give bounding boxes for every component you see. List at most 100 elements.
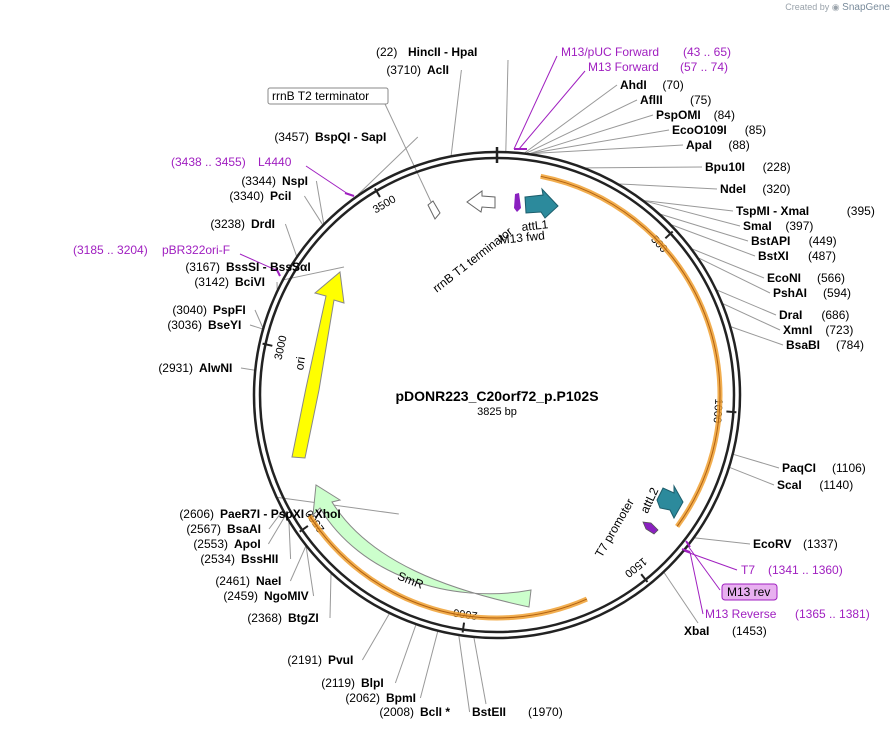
site-num-tspmi-xmai: (395) [847, 204, 875, 218]
site-apai[interactable]: ApaI [686, 138, 712, 152]
site-num-drai: (686) [821, 308, 849, 322]
site-num-xbai: (1453) [732, 624, 767, 638]
t7-promoter-marker [642, 521, 659, 535]
site-bcivi[interactable]: BciVI [235, 275, 265, 289]
rrnb-t2-label[interactable]: rrnB T2 terminator [272, 89, 369, 103]
site-num-apai: (88) [728, 138, 749, 152]
site-paer7i-pspxi-xhoi[interactable]: PaeR7I - PspXI - XhoI [220, 507, 341, 521]
site-nspi[interactable]: NspI [282, 174, 308, 188]
site-num-bpu10i: (228) [763, 160, 791, 174]
scale-tick-label: 3000 [273, 334, 290, 360]
site-bpmi[interactable]: BpmI [386, 691, 416, 705]
primer-pbr322ori-f[interactable]: pBR322ori-F [162, 243, 230, 257]
site-econi[interactable]: EcoNI [767, 271, 801, 285]
m13-fwd-marker [514, 193, 521, 212]
scale-tick [299, 525, 309, 533]
attl1-arrow[interactable] [524, 187, 559, 219]
site-pvui[interactable]: PvuI [328, 653, 353, 667]
site-bsshii[interactable]: BssHII [241, 552, 278, 566]
plasmid-size: 3825 bp [477, 406, 517, 418]
site-num-pshai: (594) [823, 286, 851, 300]
primer-m13-reverse[interactable]: M13 Reverse [705, 607, 777, 621]
site-paqci[interactable]: PaqCI [782, 461, 816, 475]
site-num-apoi: (2553) [193, 537, 228, 551]
site-hincii-hpai[interactable]: HincII - HpaI [408, 45, 477, 59]
site-pcii[interactable]: PciI [270, 189, 291, 203]
site-num-smai: (397) [785, 219, 813, 233]
site-xmni[interactable]: XmnI [783, 323, 812, 337]
site-num-acli: (3710) [386, 63, 421, 77]
site-num-xmni: (723) [825, 323, 853, 337]
site-bstxi[interactable]: BstXI [758, 249, 789, 263]
primer-m13-forward[interactable]: M13 Forward [588, 60, 659, 74]
m13-fwd-label[interactable]: M13 fwd [499, 228, 546, 247]
site-scai[interactable]: ScaI [777, 478, 802, 492]
site-smai[interactable]: SmaI [743, 219, 772, 233]
site-btgzi[interactable]: BtgZI [288, 611, 319, 625]
primer-t7[interactable]: T7 [741, 563, 755, 577]
site-num-bsssi-bsss-i: (3167) [185, 260, 220, 274]
site-num-btgzi: (2368) [247, 611, 282, 625]
site-bstapi[interactable]: BstAPI [751, 234, 790, 248]
primer-m13-puc-forward[interactable]: M13/pUC Forward [561, 45, 659, 59]
site-bspqi-sapi[interactable]: BspQI - SapI [315, 130, 386, 144]
site-apoi[interactable]: ApoI [234, 537, 261, 551]
site-bsssi-bsss-i[interactable]: BssSI - BssSαI [226, 260, 311, 274]
site-naei[interactable]: NaeI [256, 574, 281, 588]
attl1-label[interactable]: attL1 [521, 217, 549, 234]
site-ndei[interactable]: NdeI [720, 182, 746, 196]
site-ngomiv[interactable]: NgoMIV [264, 589, 309, 603]
scale-tick [640, 573, 649, 583]
site-pshai[interactable]: PshAI [773, 286, 807, 300]
site-xbai[interactable]: XbaI [684, 624, 709, 638]
site-num-drdi: (3238) [210, 217, 245, 231]
smr-arrow[interactable] [312, 484, 532, 608]
features-layer [275, 148, 723, 621]
site-pspfi[interactable]: PspFI [213, 303, 246, 317]
site-num-bcivi: (3142) [194, 275, 229, 289]
t7-promoter-label[interactable]: T7 promoter [592, 496, 637, 560]
site-num-bspqi-sapi: (3457) [274, 130, 309, 144]
site-blpi[interactable]: BlpI [361, 676, 384, 690]
site-acli[interactable]: AclI [427, 63, 449, 77]
snapgene-logo-icon: ◉ [831, 2, 840, 12]
site-ahdi[interactable]: AhdI [620, 78, 647, 92]
site-num-paer7i-pspxi-xhoi: (2606) [179, 507, 214, 521]
attl2-arrow[interactable] [656, 484, 684, 520]
site-num-bpmi: (2062) [345, 691, 380, 705]
site-bsteii[interactable]: BstEII [472, 705, 506, 719]
rrnb-t2-marker [427, 200, 441, 220]
ori-label[interactable]: ori [292, 356, 308, 371]
rrnb-t1-arrow[interactable] [466, 190, 496, 213]
site-ecorv[interactable]: EcoRV [753, 537, 791, 551]
snapgene-brand: SnapGene [842, 2, 890, 13]
site-bpu10i[interactable]: Bpu10I [705, 160, 745, 174]
smr-label[interactable]: SmR [396, 569, 426, 592]
plasmid-name: pDONR223_C20orf72_p.P102S [395, 388, 598, 404]
site-bsabi[interactable]: BsaBI [786, 338, 820, 352]
site-num-econi: (566) [817, 271, 845, 285]
site-bsaai[interactable]: BsaAI [227, 522, 261, 536]
ori-arrow[interactable] [291, 271, 345, 459]
site-tspmi-xmai[interactable]: TspMI - XmaI [736, 204, 809, 218]
scale-tick [461, 622, 466, 633]
site-ecoo109i[interactable]: EcoO109I [672, 123, 727, 137]
site-num-nspi: (3344) [241, 174, 276, 188]
site-alwni[interactable]: AlwNI [199, 361, 232, 375]
primer-l4440[interactable]: L4440 [258, 155, 292, 169]
site-aflii[interactable]: AflII [640, 93, 663, 107]
site-drdi[interactable]: DrdI [251, 217, 275, 231]
site-num-bsabi: (784) [836, 338, 864, 352]
rrnb-t2-box [267, 87, 389, 105]
site-num-pvui: (2191) [287, 653, 322, 667]
primer-m13-rev[interactable]: M13 rev [727, 585, 770, 599]
primer-m13-reverse-range: (1365 .. 1381) [795, 607, 870, 621]
scale-tick-label: 3500 [371, 193, 398, 216]
site-pspomi[interactable]: PspOMI [656, 108, 701, 122]
site-bcli[interactable]: BclI * [420, 705, 450, 719]
site-drai[interactable]: DraI [779, 308, 802, 322]
primer-m13-puc-forward-range: (43 .. 65) [683, 45, 731, 59]
scale-tick [374, 187, 381, 198]
site-bseyi[interactable]: BseYI [208, 318, 241, 332]
